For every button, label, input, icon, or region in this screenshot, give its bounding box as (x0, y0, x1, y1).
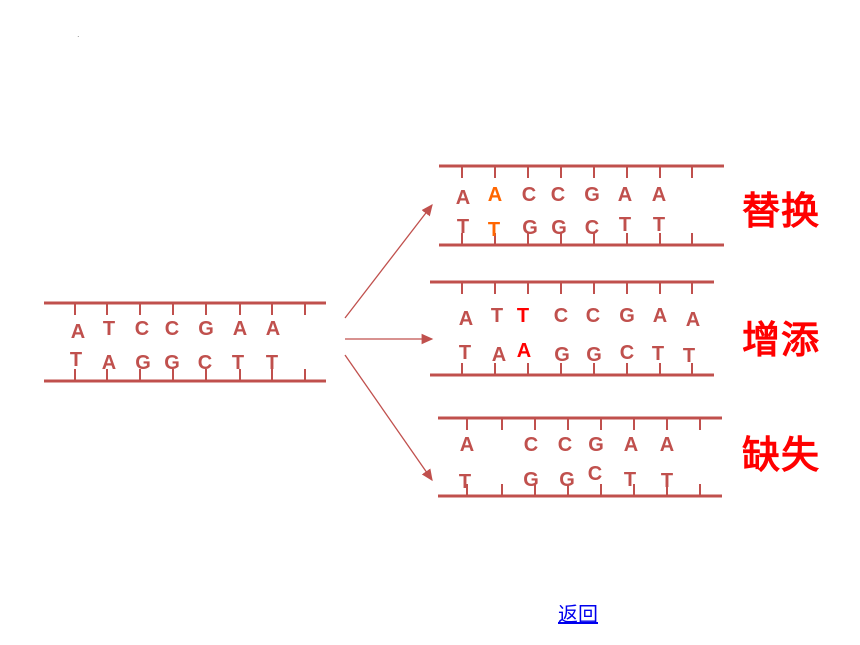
bottom-base: T (70, 349, 82, 371)
bottom-base: G (522, 217, 538, 239)
bottom-base: T (266, 352, 278, 374)
bottom-base: T (619, 214, 631, 236)
bottom-base: G (523, 469, 539, 491)
top-base: A (624, 434, 638, 456)
top-base: A (653, 305, 667, 327)
top-base: G (588, 434, 604, 456)
arrow-to-substitution (344, 203, 433, 319)
bottom-base: T (661, 470, 673, 492)
top-base: A (456, 187, 470, 209)
bottom-base: G (164, 352, 180, 374)
bottom-base: C (585, 217, 599, 239)
bottom-base: G (551, 217, 567, 239)
top-base: A (660, 434, 674, 456)
top-base: A (266, 318, 280, 340)
top-base: A (71, 321, 85, 343)
bottom-base: G (135, 352, 151, 374)
stray-dot: . (77, 30, 80, 39)
top-base: C (554, 305, 568, 327)
label-deletion: 缺失 (742, 433, 821, 477)
top-base: A (618, 184, 632, 206)
top-base: C (558, 434, 572, 456)
bottom-base: T (624, 469, 636, 491)
bottom-base: C (198, 352, 212, 374)
bottom-base: T (457, 216, 469, 238)
bottom-base: G (559, 469, 575, 491)
top-base: T (517, 305, 529, 327)
bottom-base: T (232, 352, 244, 374)
arrow-to-deletion (344, 354, 433, 482)
top-base: C (586, 305, 600, 327)
top-base: G (584, 184, 600, 206)
top-base: C (551, 184, 565, 206)
top-base: A (233, 318, 247, 340)
bottom-base: G (554, 344, 570, 366)
top-base: A (652, 184, 666, 206)
top-base: A (686, 309, 700, 331)
top-base: A (460, 434, 474, 456)
bottom-base: T (459, 342, 471, 364)
bottom-base: T (652, 343, 664, 365)
bottom-base: T (653, 214, 665, 236)
top-base: A (488, 184, 502, 206)
top-base: G (198, 318, 214, 340)
top-base: C (135, 318, 149, 340)
label-insertion: 增添 (742, 318, 821, 362)
bottom-base: T (488, 219, 500, 241)
top-base: C (522, 184, 536, 206)
bottom-base: C (620, 342, 634, 364)
bottom-base: A (102, 352, 116, 374)
bottom-base: T (459, 471, 471, 493)
bottom-base: G (586, 344, 602, 366)
bottom-base: T (683, 345, 695, 367)
top-base: T (103, 318, 115, 340)
back-link[interactable]: 返回 (558, 602, 598, 626)
top-base: G (619, 305, 635, 327)
top-base: C (165, 318, 179, 340)
bottom-base: C (588, 463, 602, 485)
bottom-base: A (492, 344, 506, 366)
top-base: A (459, 308, 473, 330)
top-base: T (491, 305, 503, 327)
bottom-base: A (517, 340, 531, 362)
top-base: C (524, 434, 538, 456)
label-substitution: 替换 (742, 189, 821, 233)
